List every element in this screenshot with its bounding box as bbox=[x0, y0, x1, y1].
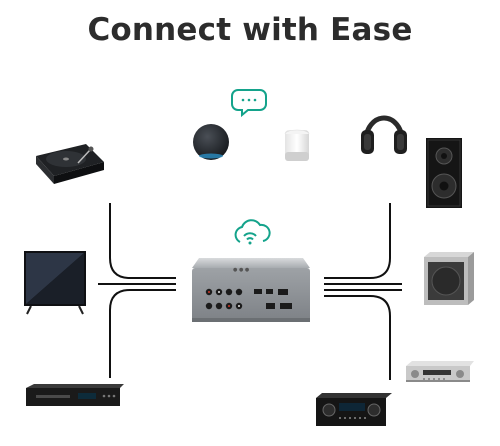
turntable bbox=[36, 144, 104, 184]
av-receiver bbox=[316, 393, 392, 426]
subwoofer bbox=[424, 252, 474, 305]
line-turntable bbox=[109, 203, 176, 279]
smart-speaker-cylinder bbox=[284, 129, 310, 161]
television bbox=[24, 251, 86, 315]
svg-text:● ● ●: ● ● ● bbox=[233, 267, 250, 273]
blu-ray-player bbox=[26, 384, 124, 406]
smart-speaker-round bbox=[193, 124, 229, 160]
connection-lines bbox=[98, 203, 402, 380]
line-receiver bbox=[324, 295, 391, 380]
hub-streamer: ● ● ● bbox=[192, 258, 310, 322]
wifi-cloud-icon bbox=[234, 219, 271, 245]
tower-speaker bbox=[426, 138, 462, 208]
line-blu-ray bbox=[109, 289, 176, 378]
headphones bbox=[361, 115, 407, 154]
page-title: Connect with Ease bbox=[87, 12, 413, 48]
line-headphones bbox=[324, 203, 391, 279]
chat-bubble-icon bbox=[231, 89, 267, 118]
stereo-amplifier bbox=[406, 361, 474, 382]
